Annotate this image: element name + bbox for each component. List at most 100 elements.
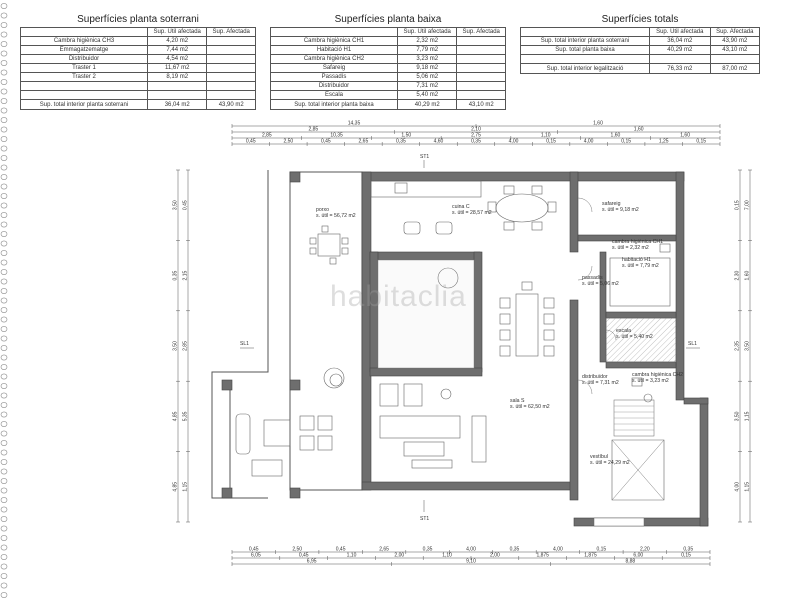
h1-wall <box>605 311 677 319</box>
binding-ring <box>0 117 8 123</box>
binding-ring <box>0 402 8 408</box>
binding-ring <box>0 364 8 370</box>
sofa <box>379 415 461 439</box>
binding-ring <box>0 22 8 28</box>
corridor-wall <box>599 251 607 363</box>
room-area: s. útil = 5,06 m2 <box>582 281 619 287</box>
dining-table-oval <box>495 193 549 223</box>
binding-ring <box>0 98 8 104</box>
table-soterrani: Superfícies planta soterrani Sup. Útil a… <box>20 14 256 110</box>
section-mark: ST1 <box>420 154 429 160</box>
dimension-label: 1,15 <box>183 482 189 492</box>
dimension-lines <box>176 124 752 566</box>
terrace-outline <box>211 170 363 499</box>
dimension-label: 6,00 <box>633 553 643 559</box>
dimension-label: 1,60 <box>745 271 751 281</box>
dimension-label: 7,00 <box>745 200 751 210</box>
binding-ring <box>0 231 8 237</box>
dimension-label: 3,50 <box>173 200 179 210</box>
dimension-label: 1,15 <box>745 411 751 421</box>
room-area: s. útil = 28,57 m2 <box>452 210 492 216</box>
binding-ring <box>0 31 8 38</box>
binding-ring <box>0 126 8 133</box>
dimension-label: 2,50 <box>283 139 293 145</box>
binding-ring <box>0 335 8 342</box>
dimension-label: 2,85 <box>308 127 318 133</box>
dimension-label: 6,05 <box>251 553 261 559</box>
room-area: s. útil = 2,32 m2 <box>612 245 649 251</box>
dimension-label: 0,35 <box>683 547 693 553</box>
dimension-label: 5,35 <box>183 411 189 421</box>
north-wall <box>361 171 685 182</box>
tree-icon <box>437 267 459 289</box>
binding-ring <box>0 563 8 570</box>
dimension-label: 2,20 <box>640 547 650 553</box>
dimension-label: 1,60 <box>680 133 690 139</box>
binding-ring <box>0 326 8 332</box>
dimension-label: 4,00 <box>509 139 519 145</box>
patio <box>377 259 475 369</box>
section-mark: SL1 <box>688 341 697 347</box>
section-marks: ST1 ST1 SL1 SL1 <box>240 154 700 522</box>
table-title: Superfícies planta soterrani <box>77 14 199 25</box>
dimension-label: 3,50 <box>173 341 179 351</box>
dimension-label: 0,45 <box>299 553 309 559</box>
ch2-wall <box>605 361 677 369</box>
dimension-label: 3,50 <box>745 341 751 351</box>
dimension-label: 4,60 <box>434 139 444 145</box>
binding-ring <box>0 421 8 427</box>
binding-ring <box>0 544 8 551</box>
dimension-label: 10,35 <box>330 133 343 139</box>
binding-ring <box>0 383 8 389</box>
binding-ring <box>0 373 8 380</box>
dimension-label: 4,00 <box>466 547 476 553</box>
dimension-label: 14,35 <box>348 121 361 127</box>
surface-table: Sup. Útil afectada Sup. Afectada Cambra … <box>20 27 256 110</box>
binding-ring <box>0 193 8 199</box>
dimension-label: 2,85 <box>262 133 272 139</box>
binding-ring <box>0 592 8 598</box>
round-chair <box>323 367 345 389</box>
dimension-label: 1,60 <box>634 127 644 133</box>
binding-ring <box>0 12 8 19</box>
dimension-label: 1,15 <box>745 482 751 492</box>
binding-ring <box>0 221 8 228</box>
patio-wall-e <box>473 251 483 373</box>
room-name: passadís <box>582 275 603 281</box>
watermark: habitaclia <box>330 280 467 313</box>
dimension-label: 2,50 <box>292 547 302 553</box>
dimension-label: 0,15 <box>546 139 556 145</box>
binding-ring <box>0 468 8 475</box>
dimension-label: 0,15 <box>735 200 741 210</box>
binding-ring <box>0 164 8 171</box>
binding-ring <box>0 183 8 190</box>
binding-ring <box>0 259 8 266</box>
binding-ring <box>0 430 8 437</box>
dimension-label: 1,60 <box>593 121 603 127</box>
dimension-label: 4,00 <box>584 139 594 145</box>
table-row <box>520 54 761 64</box>
dimension-label: 0,45 <box>336 547 346 553</box>
binding-ring <box>0 202 8 209</box>
dimension-label: 3,50 <box>735 411 741 421</box>
dimension-label: 0,45 <box>183 200 189 210</box>
binding-ring <box>0 212 8 218</box>
binding-ring <box>0 269 8 275</box>
dimension-label: 1,60 <box>611 133 621 139</box>
dimension-label: 0,45 <box>321 139 331 145</box>
dimension-label: 6,95 <box>307 559 317 565</box>
dimension-label: 4,00 <box>553 547 563 553</box>
dimension-label: 2,30 <box>735 271 741 281</box>
armchair <box>379 383 399 407</box>
binding-ring <box>0 449 8 456</box>
room-area: s. útil = 62,50 m2 <box>510 404 550 410</box>
dimension-label: 0,35 <box>173 271 179 281</box>
dimension-label: 2,15 <box>183 271 189 281</box>
room-area: s. útil = 9,18 m2 <box>602 207 639 213</box>
